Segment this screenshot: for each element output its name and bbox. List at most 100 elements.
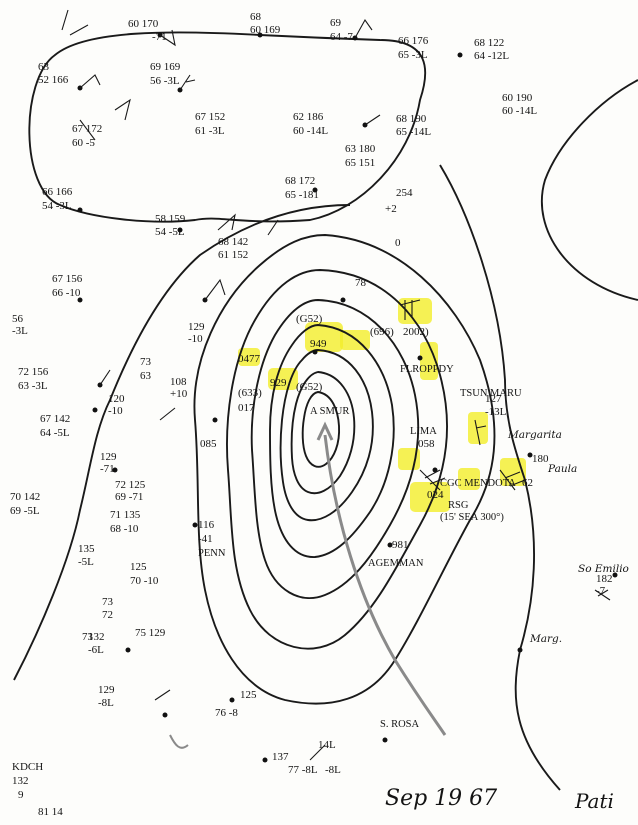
stn-27b: 69 -71 — [115, 491, 143, 503]
stn-6a: 63 — [38, 61, 50, 73]
code-085: 085 — [200, 438, 217, 450]
stn-11b: 60 -5 — [72, 137, 95, 149]
stn-9a: 62 186 — [293, 111, 324, 123]
stn-3a: 69 — [330, 17, 342, 29]
stn-32b: 72 — [102, 609, 113, 621]
stn-33b: 73 — [82, 631, 94, 643]
stn-31b: 70 -10 — [130, 575, 159, 587]
ship-margarita: Margarita — [507, 429, 562, 441]
core-codes: 949 929 (633) 017 (696) 2002) (G52) (G52… — [200, 313, 444, 551]
date-label: Sep 19 67 — [385, 786, 497, 811]
stn-34b: -6L — [88, 644, 104, 656]
code-652: (G52) — [296, 313, 323, 325]
isobar-north-loop — [28, 31, 427, 223]
ship-mendota: CGC MENDOTA — [440, 478, 516, 489]
stn-37a: 137 — [272, 751, 289, 763]
stn-24b: -10 — [188, 333, 203, 345]
stn-22a: 73 — [140, 356, 152, 368]
code-929: 929 — [270, 377, 287, 389]
code-002: 2002) — [403, 326, 429, 338]
wind-barbs — [61, 9, 611, 761]
corner-station-pressure: 132 — [12, 775, 29, 787]
stn-21b: 64 -5L — [40, 427, 70, 439]
code-696: (696) — [370, 326, 394, 338]
stn-41a: 127 — [485, 393, 502, 405]
stn-2b: 60 169 — [250, 24, 281, 36]
isobar-5 — [279, 349, 374, 522]
stn-17a: 68 142 — [218, 236, 248, 248]
ship-rosa: S. ROSA — [380, 719, 420, 730]
stn-28b: 69 -5L — [10, 505, 40, 517]
stn-1b: -71 — [152, 31, 167, 43]
stn-5b: 64 -12L — [474, 50, 509, 62]
track-arrow-head — [316, 421, 334, 441]
stn-13a: 63 180 — [345, 143, 376, 155]
ship-paula: Paula — [547, 463, 577, 475]
stn-30b: -5L — [78, 556, 94, 568]
code-949: 949 — [310, 338, 327, 350]
corner-station-id: KDCH — [12, 761, 43, 773]
stn-19b: -3L — [12, 325, 28, 337]
stn-24a: 129 — [188, 321, 205, 333]
stn-27a: 72 125 — [115, 479, 146, 491]
stn-42b: -7 — [596, 585, 606, 597]
code-633: (633) — [238, 387, 262, 399]
stn-23a: 108 — [170, 376, 187, 388]
isobars — [13, 31, 638, 791]
stn-7b: 56 -3L — [150, 75, 180, 87]
isobar-1 — [193, 234, 496, 705]
stn-23b: +10 — [170, 388, 188, 400]
storm-center-label: A SMUR — [310, 406, 349, 417]
stn-12a: 67 152 — [195, 111, 225, 123]
num-78: 78 — [355, 277, 367, 289]
num-254: 254 — [396, 187, 413, 199]
ship-names: FLROPPDY TSUN MARU LIMA CGC MENDOTA RSG … — [198, 364, 629, 730]
stn-14b: 65 -181 — [285, 189, 319, 201]
corner-label: Pati — [574, 789, 614, 813]
stn-7a: 69 169 — [150, 61, 181, 73]
stn-26b: -71 — [100, 463, 115, 475]
isobar-outer-west — [13, 204, 351, 681]
stn-20a: 72 156 — [18, 366, 49, 378]
stn-41b: -13L — [485, 406, 507, 418]
stn-34a: 132 — [88, 631, 105, 643]
stn-26a: 129 — [100, 451, 117, 463]
ship-agemman: AGEMMAN — [368, 558, 424, 569]
code-024: 024 — [427, 489, 444, 501]
stn-12b: 61 -3L — [195, 125, 225, 137]
stn-9b: 60 -14L — [293, 125, 328, 137]
isobar-3 — [250, 299, 420, 600]
stn-13b: 65 151 — [345, 157, 375, 169]
stn-11a: 67 172 — [72, 123, 102, 135]
stn-21a: 67 142 — [40, 413, 70, 425]
stn-5a: 68 122 — [474, 37, 504, 49]
track-line — [323, 434, 447, 736]
num-0: 0 — [395, 237, 401, 249]
highlight-flroppdy — [420, 342, 438, 380]
stn-38b: -8L — [325, 764, 341, 776]
stn-36a: 125 — [240, 689, 257, 701]
storm-track — [169, 421, 447, 749]
code-017: 017 — [238, 402, 255, 414]
ship-tsunmaru: TSUN MARU — [460, 388, 522, 399]
ship-sea: (15' SEA 300°) — [440, 512, 504, 523]
stn-39b: -41 — [198, 533, 213, 545]
stn-25a: 120 — [108, 393, 125, 405]
stn-4b: 65 -3L — [398, 49, 428, 61]
stn-8a: 60 190 — [502, 92, 533, 104]
stn-30a: 135 — [78, 543, 95, 555]
stn-20b: 63 -3L — [18, 380, 48, 392]
stn-15a: 66 166 — [42, 186, 73, 198]
isobar-4 — [269, 324, 395, 558]
code-981: 981 — [392, 539, 409, 551]
stn-6b: 52 166 — [38, 74, 69, 86]
code-652b: (G52) — [296, 381, 323, 393]
isobar-east-arc — [540, 79, 638, 301]
corner-station-line3: 81 14 — [38, 806, 63, 818]
isobar-7 — [301, 391, 341, 468]
station-labels: 60 170 -71 68 60 169 69 64 -7 66 176 65 … — [10, 11, 613, 776]
stn-37b: 77 -8L — [288, 764, 318, 776]
highlight-rsg — [458, 468, 480, 490]
station-dots — [77, 32, 618, 763]
